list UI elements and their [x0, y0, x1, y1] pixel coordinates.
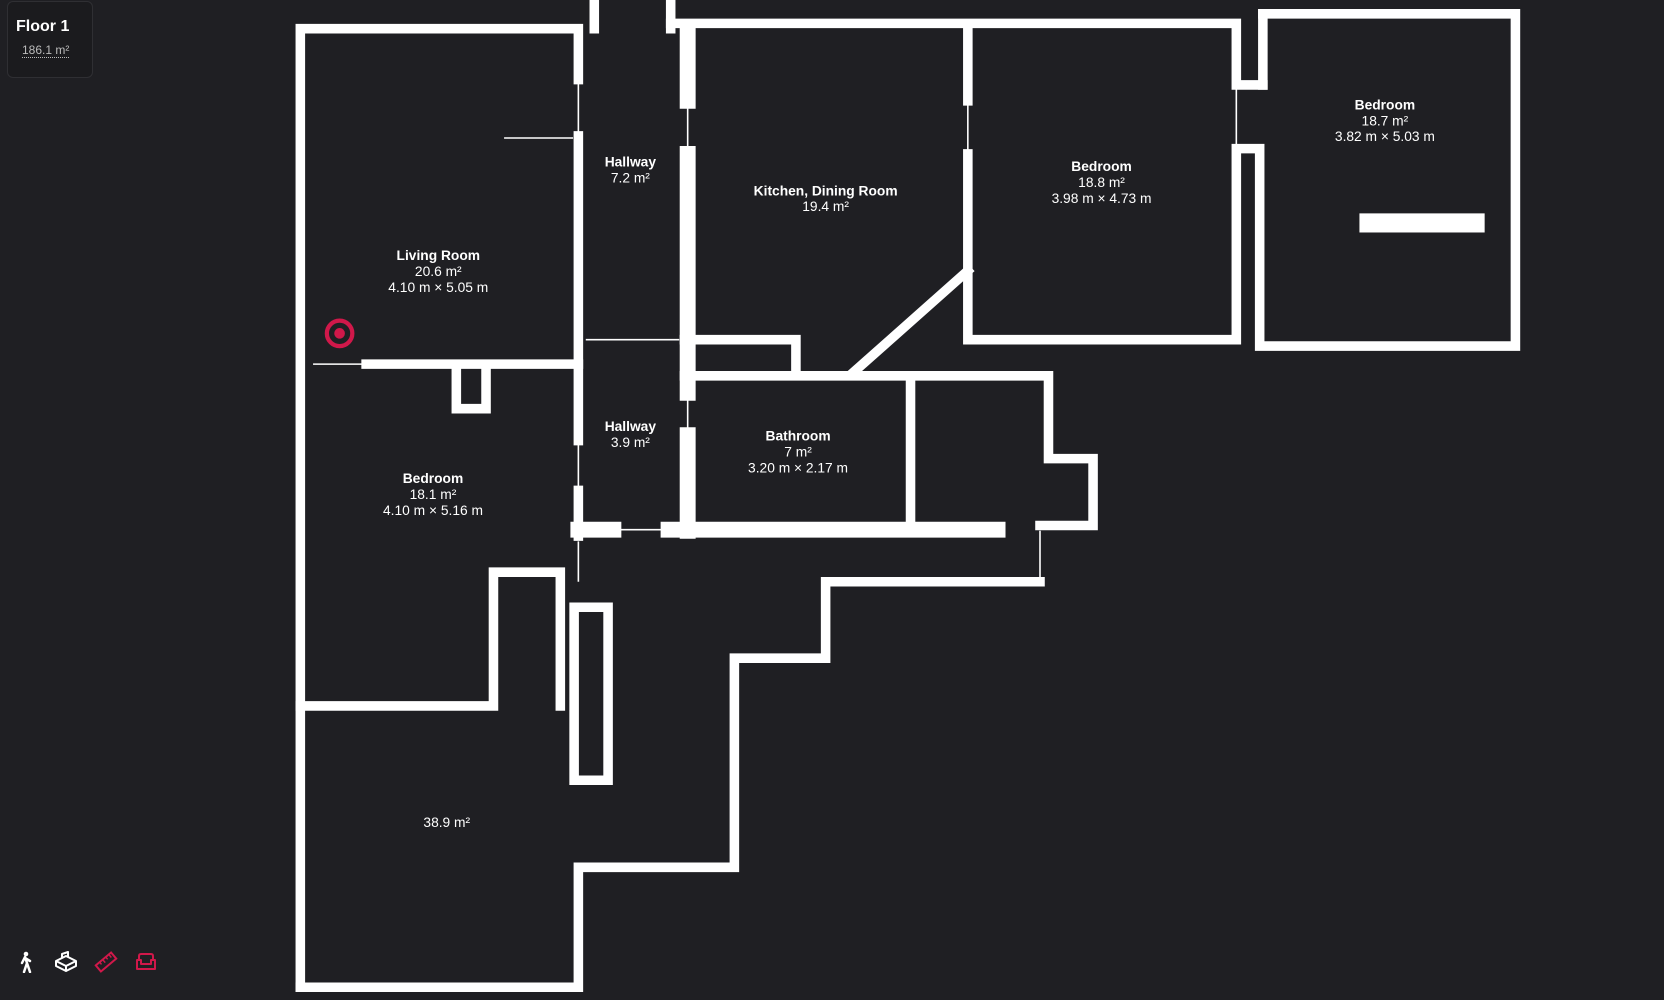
room-area: 7 m²	[784, 444, 812, 459]
room-dims: 3.82 m × 5.03 m	[1335, 129, 1435, 144]
3d-view-button[interactable]	[54, 950, 78, 974]
room-name: Hallway	[605, 155, 657, 170]
room-dims: 4.10 m × 5.05 m	[388, 280, 488, 295]
toolbar	[14, 950, 158, 974]
room-hallway-lower[interactable]: Hallway 3.9 m²	[605, 419, 657, 450]
room-dims: 3.20 m × 2.17 m	[748, 460, 848, 475]
furniture-button[interactable]	[134, 950, 158, 974]
room-area: 19.4 m²	[802, 199, 849, 214]
room-name: Hallway	[605, 419, 657, 434]
room-living-room[interactable]: Living Room 20.6 m² 4.10 m × 5.05 m	[388, 248, 488, 295]
room-labels: Living Room 20.6 m² 4.10 m × 5.05 m Hall…	[383, 97, 1435, 830]
walls	[295, 0, 1521, 993]
floor-selector[interactable]	[7, 1, 93, 78]
room-name: Bedroom	[1355, 97, 1415, 112]
room-area: 18.8 m²	[1078, 175, 1125, 190]
room-name: Kitchen, Dining Room	[754, 183, 898, 198]
floor-title: Floor 1	[16, 18, 70, 35]
room-area: 18.1 m²	[410, 487, 457, 502]
room-dims: 3.98 m × 4.73 m	[1052, 191, 1152, 206]
room-unnamed[interactable]: 38.9 m²	[423, 815, 470, 830]
ruler-icon	[94, 951, 118, 973]
room-name: Bedroom	[403, 471, 463, 486]
walk-icon	[20, 951, 32, 973]
room-area: 7.2 m²	[611, 171, 650, 186]
room-dims: 4.10 m × 5.16 m	[383, 503, 483, 518]
position-marker-icon[interactable]	[324, 318, 355, 349]
room-name: Bathroom	[766, 429, 831, 444]
floor-area: 186.1 m²	[22, 43, 70, 58]
room-kitchen[interactable]: Kitchen, Dining Room 19.4 m²	[754, 183, 898, 214]
room-bedroom-right[interactable]: Bedroom 18.7 m² 3.82 m × 5.03 m	[1335, 97, 1435, 144]
furniture-icon	[136, 953, 156, 970]
room-bathroom[interactable]: Bathroom 7 m² 3.20 m × 2.17 m	[748, 429, 848, 476]
doors	[313, 79, 1238, 582]
room-hallway-upper[interactable]: Hallway 7.2 m²	[605, 155, 657, 186]
room-bedroom-middle[interactable]: Bedroom 18.8 m² 3.98 m × 4.73 m	[1052, 159, 1152, 206]
3d-view-icon	[55, 951, 77, 972]
room-area: 38.9 m²	[423, 815, 470, 830]
room-area: 18.7 m²	[1362, 113, 1409, 128]
measure-button[interactable]	[94, 950, 118, 974]
room-bedroom-lower[interactable]: Bedroom 18.1 m² 4.10 m × 5.16 m	[383, 471, 483, 518]
room-area: 20.6 m²	[415, 264, 462, 279]
room-name: Living Room	[397, 248, 480, 263]
walk-button[interactable]	[14, 950, 38, 974]
room-name: Bedroom	[1071, 159, 1131, 174]
room-area: 3.9 m²	[611, 435, 650, 450]
